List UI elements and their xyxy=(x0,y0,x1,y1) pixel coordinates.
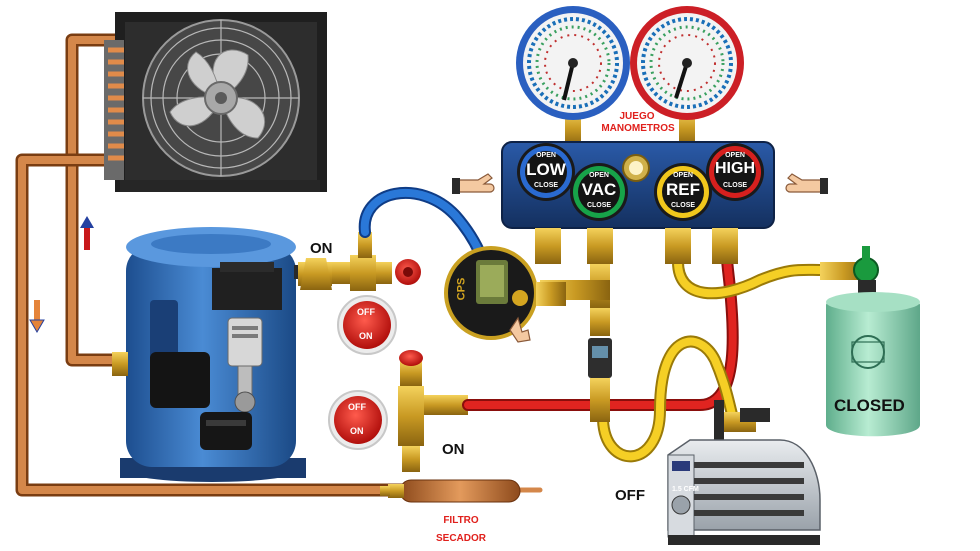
switch-top-on-label: ON xyxy=(359,331,373,341)
knob-vac-open-label: OPEN xyxy=(589,172,609,179)
compressor xyxy=(112,227,306,482)
knob-high-open-label: OPEN xyxy=(725,152,745,159)
pump-state-label: OFF xyxy=(615,487,645,504)
knob-ref-label: REF xyxy=(666,180,700,199)
vacuum-pump xyxy=(667,400,821,545)
knob-vac-label: VAC xyxy=(581,180,617,199)
gauge-set-label-line1: JUEGO xyxy=(619,111,655,122)
filter-label-line2: SECADOR xyxy=(435,533,486,544)
knob-high-close-label: CLOSE xyxy=(722,182,748,189)
knob-low xyxy=(517,143,575,201)
switch-bottom xyxy=(328,390,388,450)
service-valve-top xyxy=(298,232,421,291)
condenser-fan-unit xyxy=(104,12,327,192)
hose-yellow-pump xyxy=(597,335,741,463)
filter-label-line1: FILTRO xyxy=(443,515,479,526)
knob-low-open-label: OPEN xyxy=(536,152,556,159)
hose-yellow-tank xyxy=(672,256,826,300)
flow-arrow-up xyxy=(80,216,94,250)
gauge-low xyxy=(516,6,630,146)
hose-red xyxy=(462,234,739,411)
valve-top-state-label: ON xyxy=(310,240,333,257)
knob-ref-close-label: CLOSE xyxy=(670,202,696,209)
pointer-hand-right xyxy=(785,173,828,194)
knob-low-label: LOW xyxy=(526,160,566,179)
refrigerant-tank xyxy=(820,246,920,437)
switch-bottom-on-label: ON xyxy=(350,426,364,436)
knob-low-close-label: CLOSE xyxy=(533,182,559,189)
tank-state-label: CLOSED xyxy=(834,396,905,415)
copper-piping xyxy=(15,33,543,497)
knob-ref xyxy=(654,163,712,221)
gauge-high xyxy=(630,6,744,146)
vacuum-gauge-cps xyxy=(444,246,566,340)
condenser-coil xyxy=(104,40,124,180)
valve-bottom-state-label: ON xyxy=(442,441,465,458)
vacuum-gauge-brand: CPS xyxy=(455,277,468,301)
service-valve-bottom xyxy=(398,350,468,472)
switch-bottom-off-label: OFF xyxy=(348,402,366,412)
filter-drier xyxy=(380,479,521,503)
knob-vac xyxy=(570,163,628,221)
knob-high xyxy=(706,143,764,201)
hose-blue xyxy=(358,186,488,264)
manifold-ports xyxy=(535,228,738,422)
knob-vac-close-label: CLOSE xyxy=(586,202,612,209)
switch-top-off-label: OFF xyxy=(357,307,375,317)
piston-cutaway xyxy=(212,262,282,413)
pointer-hand-gauge xyxy=(509,316,531,343)
flow-arrow-down xyxy=(29,300,45,333)
pump-model-label: 1.5 CFM xyxy=(672,486,699,493)
pointer-hand-left xyxy=(452,173,495,194)
knob-ref-open-label: OPEN xyxy=(673,172,693,179)
gauge-set-label-line2: MANOMETROS xyxy=(601,123,675,134)
switch-top xyxy=(337,295,397,355)
knob-high-label: HIGH xyxy=(715,160,755,177)
